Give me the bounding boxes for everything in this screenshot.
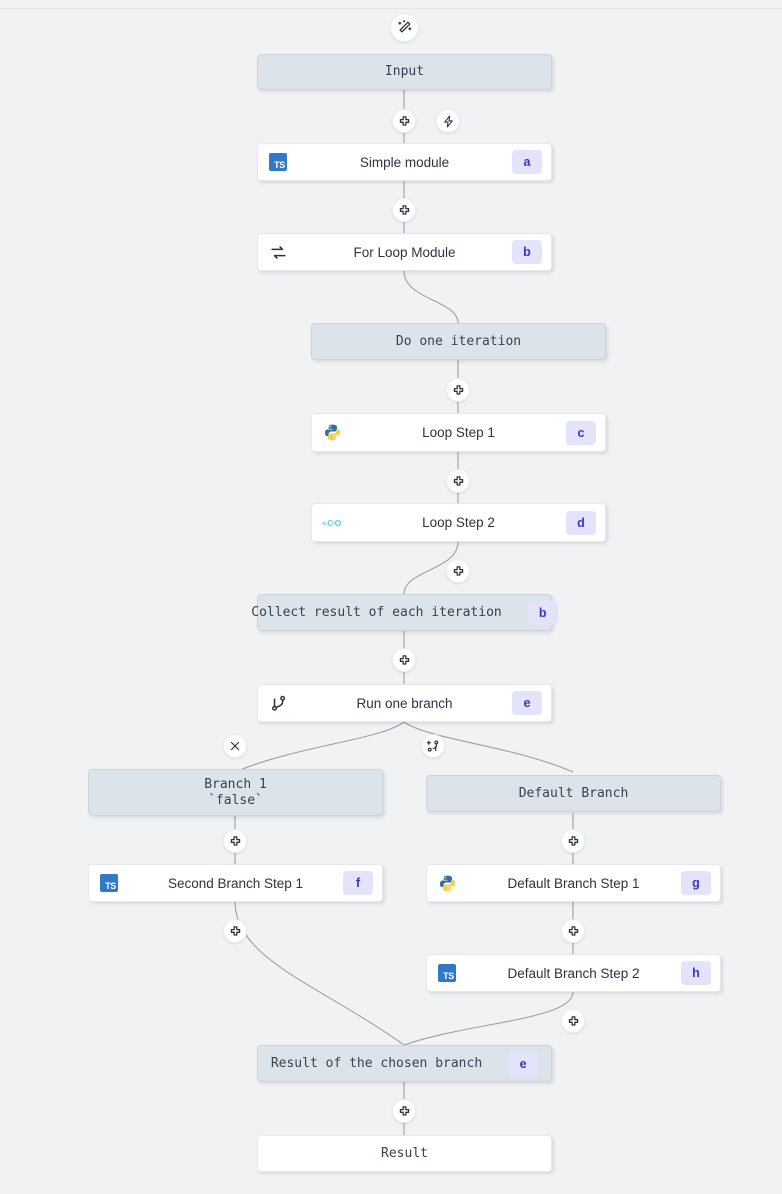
python-icon — [322, 423, 342, 443]
node-default-branch-step-2-label: Default Branch Step 2 — [507, 965, 640, 981]
node-loop-step-1[interactable]: Loop Step 1 c — [311, 413, 606, 452]
plus-icon — [453, 565, 463, 576]
node-branch-1-label: Branch 1 `false` — [204, 776, 267, 808]
node-simple-module-label: Simple module — [359, 154, 450, 170]
node-default-branch-step-2-badge: h — [681, 961, 711, 985]
node-default-branch-step-1-label: Default Branch Step 1 — [507, 875, 640, 891]
add-step-after-loop-step2-button[interactable] — [446, 559, 470, 583]
node-run-one-branch-badge: e — [512, 691, 542, 715]
node-simple-module[interactable]: TS Simple module a — [257, 143, 552, 181]
trigger-button[interactable] — [436, 109, 460, 133]
node-do-one-iteration-label: Do one iteration — [395, 333, 522, 349]
node-do-one-iteration[interactable]: Do one iteration — [311, 323, 606, 360]
node-loop-step-2-badge: d — [566, 510, 596, 535]
add-step-after-chosen-branch-button[interactable] — [392, 1099, 416, 1123]
node-input[interactable]: Input — [257, 54, 552, 90]
add-step-after-simple-module-button[interactable] — [392, 198, 416, 222]
node-for-loop-module-badge: b — [512, 240, 542, 264]
plus-icon — [568, 835, 578, 846]
node-result-of-chosen-branch-label: Result of the chosen branch — [270, 1055, 483, 1071]
node-run-one-branch[interactable]: Run one branch e — [257, 684, 552, 722]
delete-branch-button[interactable] — [223, 734, 247, 758]
add-step-between-loop-steps-button[interactable] — [446, 469, 470, 493]
plus-icon — [399, 1105, 409, 1116]
typescript-icon: TS — [99, 873, 119, 893]
add-step-in-loop-before-step1-button[interactable] — [446, 378, 470, 402]
add-step-after-default-branch-step2-button[interactable] — [561, 1009, 585, 1033]
edge-runbranch-branch1 — [234, 721, 405, 773]
git-branch-icon — [268, 693, 288, 713]
top-divider — [0, 8, 782, 9]
node-result[interactable]: Result — [257, 1135, 552, 1172]
plus-icon — [568, 925, 578, 936]
lightning-bolt-icon — [443, 115, 453, 127]
node-collect-result-badge: b — [527, 600, 558, 625]
node-loop-step-1-label: Loop Step 1 — [422, 425, 495, 440]
node-loop-step-2-label: Loop Step 2 — [422, 515, 495, 530]
plus-icon — [399, 654, 409, 665]
node-default-branch-step-1[interactable]: Default Branch Step 1 g — [426, 864, 721, 902]
plus-icon — [453, 475, 463, 486]
magic-wand-button[interactable] — [390, 13, 419, 42]
node-for-loop-module[interactable]: For Loop Module b — [257, 233, 552, 271]
node-for-loop-module-label: For Loop Module — [353, 244, 456, 260]
node-run-one-branch-label: Run one branch — [356, 695, 453, 711]
node-default-branch-label: Default Branch — [518, 785, 629, 801]
plus-icon — [399, 115, 409, 126]
add-step-after-input-button[interactable] — [392, 109, 416, 133]
node-simple-module-badge: a — [512, 150, 542, 174]
add-step-after-branch1-button[interactable] — [223, 829, 247, 853]
add-branch-icon — [426, 739, 438, 752]
close-icon — [230, 741, 240, 751]
node-result-of-chosen-branch[interactable]: Result of the chosen branch e — [257, 1045, 552, 1082]
node-branch-1[interactable]: Branch 1 `false` — [88, 769, 383, 816]
typescript-icon: TS — [437, 963, 457, 983]
node-collect-result[interactable]: Collect result of each iteration b — [251, 594, 558, 631]
node-loop-step-2[interactable]: Loop Step 2 d — [311, 503, 606, 542]
node-default-branch[interactable]: Default Branch — [426, 775, 721, 812]
add-step-after-default-branch-button[interactable] — [561, 829, 585, 853]
add-step-after-collect-button[interactable] — [392, 648, 416, 672]
add-step-after-default-branch-step1-button[interactable] — [561, 919, 585, 943]
node-second-branch-step-1-label: Second Branch Step 1 — [167, 875, 304, 891]
edge-second-chosen — [234, 901, 405, 1046]
edge-forloop-iteration — [403, 270, 459, 324]
go-icon — [322, 513, 342, 533]
plus-icon — [399, 204, 409, 215]
magic-wand-icon — [398, 20, 412, 33]
node-second-branch-step-1-badge: f — [343, 871, 373, 895]
node-result-of-chosen-branch-badge: e — [508, 1051, 539, 1076]
edge-dbstep2-chosen — [403, 991, 574, 1046]
add-step-after-second-branch-step1-button[interactable] — [223, 919, 247, 943]
node-loop-step-1-badge: c — [566, 420, 596, 445]
python-icon — [437, 873, 457, 893]
node-collect-result-label: Collect result of each iteration — [251, 604, 502, 620]
add-branch-button[interactable] — [421, 734, 445, 758]
plus-icon — [230, 835, 240, 846]
plus-icon — [453, 384, 463, 395]
node-default-branch-step-1-badge: g — [681, 871, 711, 895]
node-default-branch-step-2[interactable]: TS Default Branch Step 2 h — [426, 954, 721, 992]
typescript-icon: TS — [268, 152, 288, 172]
loop-icon — [268, 242, 288, 262]
plus-icon — [568, 1015, 578, 1026]
node-input-label: Input — [384, 64, 425, 79]
plus-icon — [230, 925, 240, 936]
node-second-branch-step-1[interactable]: TS Second Branch Step 1 f — [88, 864, 383, 902]
node-result-label: Result — [381, 1145, 428, 1161]
